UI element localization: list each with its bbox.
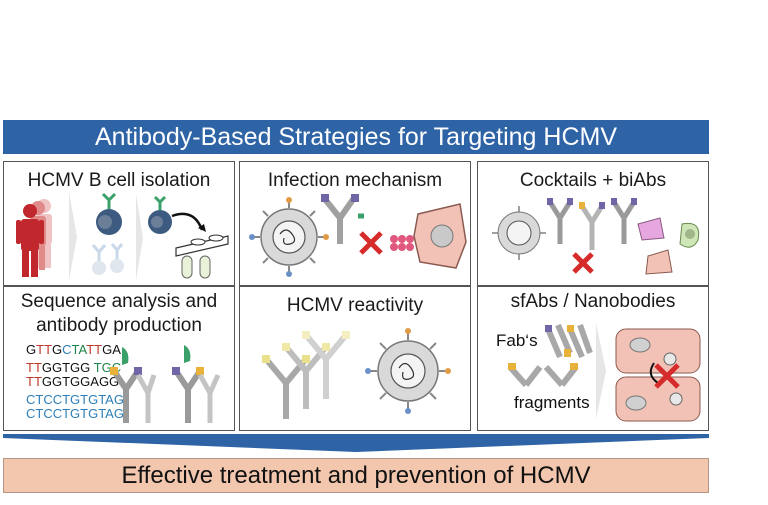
- virus-icon: [249, 197, 329, 277]
- panel-title: HCMV reactivity: [286, 295, 424, 316]
- sequence-segment: TT: [26, 360, 42, 375]
- b-cell-icon: [69, 192, 124, 280]
- virus-icon: [365, 328, 451, 414]
- sequence-segment: CTCCTGTGTAG: [26, 392, 124, 407]
- target-cells-icon: [637, 217, 700, 275]
- sequence-line: GTTGCTATTGA: [26, 343, 121, 357]
- antibody-icon: [321, 194, 364, 244]
- sequence-segment: TT: [26, 374, 42, 389]
- panel-title: Infection mechanism: [267, 170, 443, 191]
- sequence-segment: TT: [86, 342, 103, 357]
- panel-title-line2: antibody production: [36, 315, 202, 336]
- sequence-segment: TT: [36, 342, 53, 357]
- panel-infection-mechanism: Infection mechanism: [239, 161, 471, 286]
- cell-spread-icon: [596, 323, 701, 422]
- nanobody-fragments-icon: [507, 363, 579, 387]
- panel-title: Cocktails + biAbs: [519, 170, 667, 191]
- fab-label: Fab‘s: [496, 331, 538, 350]
- host-cell-icon: [413, 203, 467, 269]
- panel-b-cell-isolation: HCMV B cell isolation: [3, 161, 235, 286]
- sequence-segment: GGTGGAGG: [41, 374, 120, 389]
- cross-icon: [359, 231, 383, 255]
- panel-cocktails-biabs: Cocktails + biAbs: [477, 161, 709, 286]
- antibody-cocktail-icon: [547, 198, 637, 250]
- panel-sfabs-nanobodies: sfAbs / Nanobodies Fab‘s fragments: [477, 286, 709, 431]
- banner-title: Antibody-Based Strategies for Targeting …: [3, 120, 709, 154]
- footer-conclusion: Effective treatment and prevention of HC…: [3, 458, 709, 493]
- panel-hcmv-reactivity: HCMV reactivity: [239, 286, 471, 431]
- panel-title: sfAbs / Nanobodies: [510, 291, 676, 312]
- sequence-line: TTGGTGGAGG: [26, 375, 119, 389]
- sequence-line: CTCCTGTGTAG: [26, 393, 124, 407]
- sequence-segment: CTCCTGTGTAG: [26, 406, 124, 421]
- sequence-segment: C: [62, 342, 72, 357]
- sequence-segment: G: [26, 342, 37, 357]
- antibody-panel-icon: [262, 331, 350, 419]
- cell-sorting-icon: [136, 194, 229, 280]
- panel-sequence-analysis: Sequence analysis and antibody productio…: [3, 286, 235, 431]
- convergence-chevron: [3, 434, 709, 452]
- cross-icon: [572, 252, 594, 274]
- fragments-label: fragments: [514, 393, 590, 412]
- sequence-segment: G: [52, 342, 63, 357]
- sequence-line: CTCCTGTGTAG: [26, 407, 124, 421]
- panel-title-line1: Sequence analysis and: [20, 291, 218, 312]
- sequence-segment: TA: [71, 342, 87, 357]
- virus-icon: [492, 206, 546, 260]
- receptor-icon: [390, 235, 414, 251]
- sequence-segment: GGTGG: [41, 360, 91, 375]
- donor-persons-icon: [16, 199, 52, 277]
- fab-fragments-icon: [545, 323, 593, 359]
- antibody-production-icon: [110, 345, 221, 423]
- sequence-segment: GA: [102, 342, 121, 357]
- panel-title: HCMV B cell isolation: [27, 170, 211, 191]
